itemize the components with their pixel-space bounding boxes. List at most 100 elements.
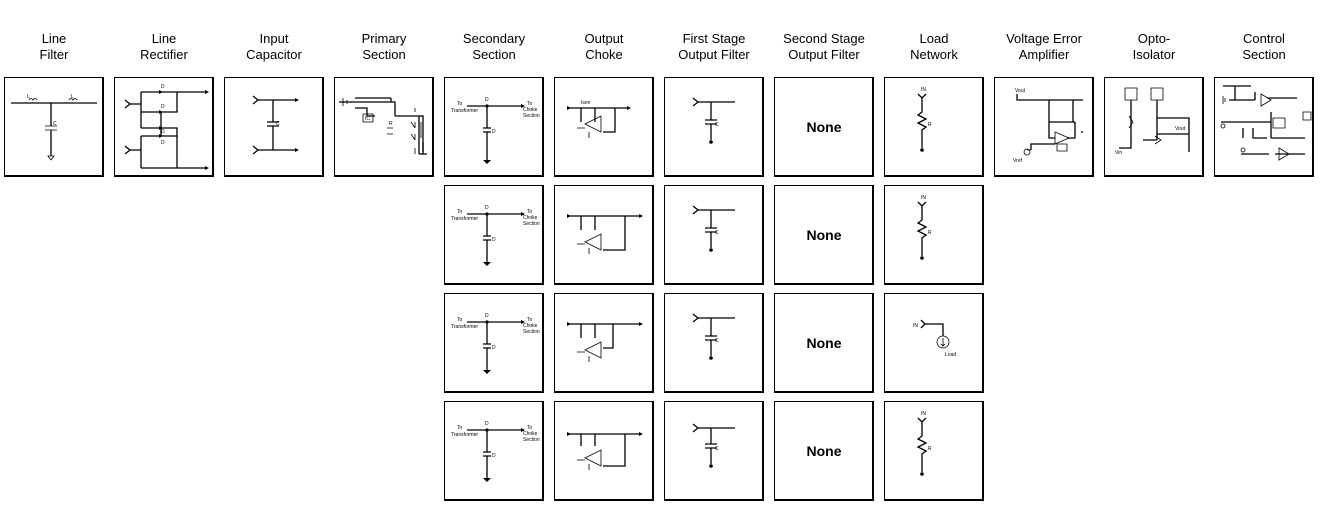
control-section-schematic xyxy=(1220,85,1312,161)
capacitor-label: C xyxy=(53,121,57,127)
primary-section-block[interactable]: R IC xyxy=(334,77,434,177)
header-line-1: Control xyxy=(1243,31,1285,46)
inductor-label: L xyxy=(27,94,30,100)
output-choke-block-1[interactable]: Isen xyxy=(554,77,654,177)
diode-label: D xyxy=(492,237,496,243)
output-choke-block-2[interactable] xyxy=(554,185,654,285)
choke-label: Choke xyxy=(523,215,538,221)
section-label: Section xyxy=(523,113,540,119)
load-network-block-4[interactable]: IN R xyxy=(884,401,984,501)
opto-isolator-block[interactable]: Vin Vout xyxy=(1104,77,1204,177)
input-capacitor-schematic: C xyxy=(252,95,299,155)
first-stage-output-filter-schematic: C xyxy=(692,313,735,360)
first-stage-output-filter-block-1[interactable]: C xyxy=(664,77,764,177)
secondary-section-block-3[interactable]: To Transformer To Choke Section D D xyxy=(444,293,544,393)
in-label: IN xyxy=(921,411,926,417)
first-stage-output-filter-block-3[interactable]: C xyxy=(664,293,764,393)
secondary-section-block-4[interactable]: To Transformer To Choke Section D D xyxy=(444,401,544,501)
capacitor-label: C xyxy=(276,121,280,127)
second-stage-output-filter-block-3[interactable]: None xyxy=(774,293,874,393)
section-label: Section xyxy=(523,329,540,335)
first-stage-output-filter-block-2[interactable]: C xyxy=(664,185,764,285)
first-stage-output-filter-schematic: C xyxy=(692,423,735,468)
header-line-2: Amplifier xyxy=(1018,47,1070,62)
transformer-label: Transformer xyxy=(451,108,478,114)
section-label: Section xyxy=(523,437,540,443)
first-stage-output-filter-block-4[interactable]: C xyxy=(664,401,764,501)
header-line-2: Output Filter xyxy=(678,47,750,62)
secondary-section-block-2[interactable]: To Transformer To Choke Section D D xyxy=(444,185,544,285)
secondary-section-schematic: To Transformer To Choke Section D D xyxy=(451,421,540,482)
to-transformer-label: To xyxy=(457,101,463,107)
control-section-block[interactable] xyxy=(1214,77,1314,177)
none-label: None xyxy=(806,335,842,351)
diode-label: D xyxy=(492,345,496,351)
header-line-2: Network xyxy=(910,47,958,62)
header-line-1: Second Stage xyxy=(783,31,865,46)
none-label: None xyxy=(806,227,842,243)
capacitor-label: C xyxy=(715,446,719,452)
opto-isolator-schematic: Vin Vout xyxy=(1115,87,1190,156)
secondary-section-schematic: To Transformer To Choke Section D D xyxy=(451,205,540,266)
header-line-2: Section xyxy=(1242,47,1286,62)
header-line-2: Output Filter xyxy=(788,47,860,62)
header-line-1: Load xyxy=(919,31,949,46)
header-line-1: Opto- xyxy=(1137,31,1171,46)
transformer-label: Transformer xyxy=(451,432,478,438)
line-rectifier-block[interactable]: D D D D xyxy=(114,77,214,177)
none-label: None xyxy=(806,119,842,135)
second-stage-output-filter-block-1[interactable]: None xyxy=(774,77,874,177)
load-network-block-3[interactable]: IN Load xyxy=(884,293,984,393)
header-line-2: Rectifier xyxy=(140,47,188,62)
second-stage-output-filter-block-2[interactable]: None xyxy=(774,185,874,285)
inductor-label: L xyxy=(71,94,74,100)
first-stage-output-filter-schematic: C xyxy=(692,205,735,252)
line-filter-schematic: L L C xyxy=(11,94,97,161)
header-line-1: Primary xyxy=(361,31,407,46)
section-label: Section xyxy=(523,221,540,227)
to-label: To xyxy=(527,317,533,323)
header-line-2: Section xyxy=(472,47,516,62)
voltage-error-amplifier-block[interactable]: Vout Vref xyxy=(994,77,1094,177)
header-line-2: Choke xyxy=(585,47,623,62)
capacitor-label: C xyxy=(715,338,719,344)
header-line-1: First Stage xyxy=(682,31,746,46)
to-label: To xyxy=(527,425,533,431)
in-label: IN xyxy=(921,87,926,93)
load-network-block-1[interactable]: IN R xyxy=(884,77,984,177)
resistor-label: R xyxy=(928,446,932,452)
diode-label: D xyxy=(492,453,496,459)
secondary-section-block-1[interactable]: To Transformer To Choke Section D D xyxy=(444,77,544,177)
transformer-label: Transformer xyxy=(451,216,478,222)
load-current-source-schematic: IN Load xyxy=(913,319,956,358)
capacitor-label: C xyxy=(715,230,719,236)
voltage-error-amplifier-schematic: Vout Vref xyxy=(1013,88,1083,164)
choke-label: Choke xyxy=(523,107,538,113)
resistor-label: R xyxy=(928,230,932,236)
diode-label: D xyxy=(485,97,489,103)
load-network-block-2[interactable]: IN R xyxy=(884,185,984,285)
to-transformer-label: To xyxy=(457,317,463,323)
input-capacitor-block[interactable]: C xyxy=(224,77,324,177)
to-transformer-label: To xyxy=(457,209,463,215)
second-stage-output-filter-block-4[interactable]: None xyxy=(774,401,874,501)
output-choke-block-4[interactable] xyxy=(554,401,654,501)
to-label: To xyxy=(527,101,533,107)
diode-label: D xyxy=(485,205,489,211)
output-choke-schematic xyxy=(567,322,643,362)
header-line-1: Line xyxy=(41,31,67,46)
header-line-2: Section xyxy=(362,47,406,62)
output-choke-block-3[interactable] xyxy=(554,293,654,393)
reference-label: Vref xyxy=(1013,158,1023,164)
line-filter-block[interactable]: L L C xyxy=(4,77,104,177)
line-rectifier-schematic: D D D D xyxy=(124,84,209,170)
diode-label: D xyxy=(485,421,489,427)
secondary-section-schematic: To Transformer To Choke Section D D xyxy=(451,313,540,374)
diode-label: D xyxy=(161,140,165,146)
diode-label: D xyxy=(492,129,496,135)
